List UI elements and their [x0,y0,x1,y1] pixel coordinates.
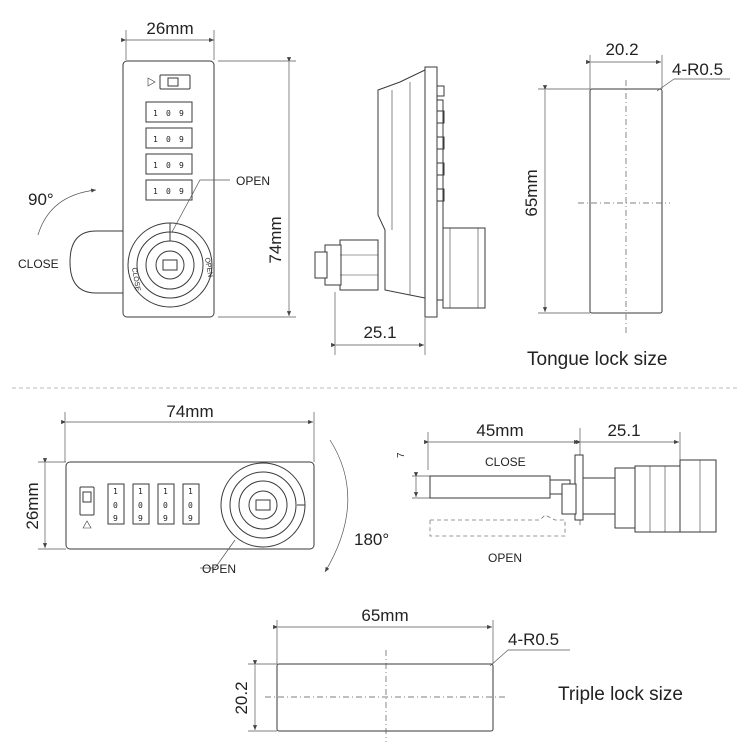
code-digit: 1 [153,161,158,170]
tongue-rotation-label: 90° [28,190,54,209]
code-digit: 1 [153,109,158,118]
triple-plate-height-label: 20.2 [232,681,251,714]
rotation-arrow-icon [324,439,349,573]
triple-side-view: 45mm 25.1 7 CLOSE OPEN [396,421,717,565]
svg-text:1: 1 [113,487,118,496]
svg-text:0: 0 [138,501,143,510]
svg-text:CLOSE: CLOSE [130,267,141,292]
triple-rotation-label: 180° [354,530,389,549]
svg-text:1: 1 [163,487,168,496]
triple-open-label: OPEN [202,562,236,576]
tongue-open-label: OPEN [236,174,270,188]
tongue-close-label: CLOSE [18,257,59,271]
triple-plate-length-label: 65mm [361,606,408,625]
svg-text:9: 9 [188,514,193,523]
triple-plate-radius-label: 4-R0.5 [508,630,559,649]
tongue-width-label: 26mm [146,19,193,38]
tongue-side-label: 25.1 [363,323,396,342]
code-digit: 9 [179,161,184,170]
triple-front-view: 74mm 26mm 1 0 9 1 0 9 1 0 9 1 0 9 OPEN 180° [23,402,389,576]
triple-caption: Triple lock size [558,684,683,705]
triple-close-label: CLOSE [485,455,526,469]
tongue-caption: Tongue lock size [527,349,667,370]
tongue-side-view: 25.1 [314,66,486,355]
tongue-plate-radius-label: 4-R0.5 [672,60,723,79]
code-digit: 0 [166,187,171,196]
triple-bar-length-label: 45mm [476,421,523,440]
code-digit: 9 [179,109,184,118]
code-digit: 9 [179,187,184,196]
code-wheels [145,101,193,201]
svg-text:1: 1 [138,487,143,496]
svg-text:OPEN: OPEN [203,257,213,278]
svg-text:0: 0 [163,501,168,510]
triple-plate: 65mm 4-R0.5 20.2 [232,606,570,742]
triple-side-open-label: OPEN [488,551,522,565]
tongue-plate-length-label: 65mm [522,169,541,216]
triple-side-label: 25.1 [607,421,640,440]
tongue-bar [69,230,127,294]
code-digit: 9 [179,135,184,144]
triple-small-label: 7 [396,452,407,458]
svg-text:9: 9 [138,514,143,523]
code-digit: 0 [166,161,171,170]
tongue-plate: 20.2 4-R0.5 65mm [522,40,730,333]
code-digit: 1 [153,187,158,196]
svg-text:0: 0 [113,501,118,510]
triple-length-label: 74mm [166,402,213,421]
svg-text:0: 0 [188,501,193,510]
svg-text:9: 9 [163,514,168,523]
svg-text:1: 1 [188,487,193,496]
code-digit: 0 [166,109,171,118]
code-digit: 1 [153,135,158,144]
tongue-plate-width-label: 20.2 [605,40,638,59]
triple-plate-outline [276,663,494,732]
triple-height-label: 26mm [23,482,42,529]
tongue-height-label: 74mm [266,216,285,263]
svg-text:9: 9 [113,514,118,523]
rotation-arrow-icon [37,188,97,236]
code-digit: 0 [166,135,171,144]
